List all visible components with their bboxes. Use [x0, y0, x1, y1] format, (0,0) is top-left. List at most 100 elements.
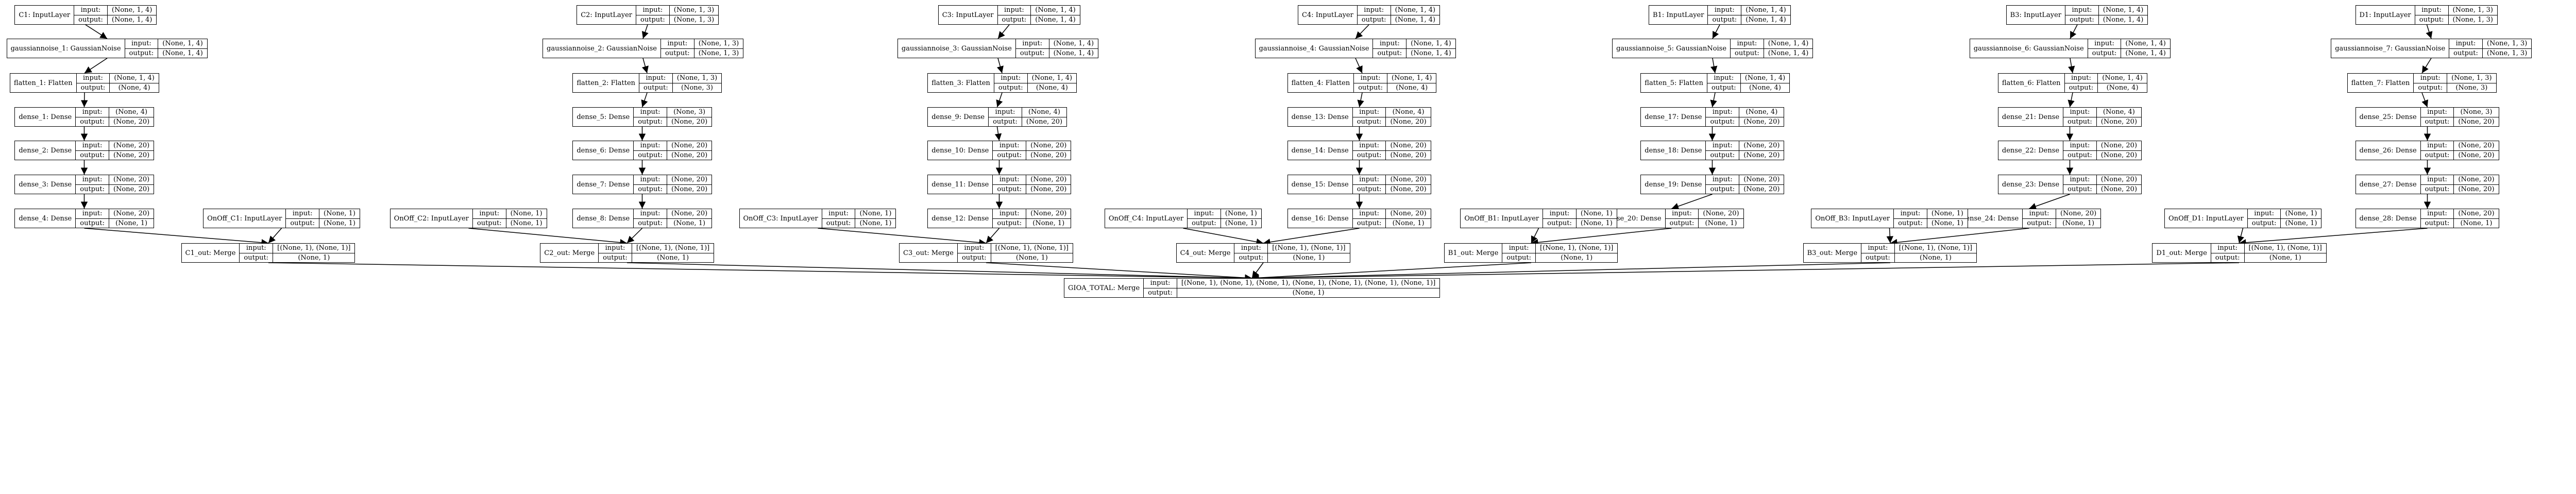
output-shape: (None, 1): [667, 218, 711, 228]
input-label: input:: [1353, 209, 1386, 218]
output-shape: (None, 20): [1026, 184, 1071, 194]
edge-gn3-to-fl3: [998, 58, 1002, 73]
output-shape: (None, 1): [2281, 218, 2321, 228]
input-shape: (None, 20): [2454, 175, 2498, 184]
input-shape: (None, 20): [1386, 175, 1430, 184]
input-label: input:: [993, 141, 1026, 150]
input-shape: (None, 1, 3): [2449, 6, 2497, 15]
input-shape: (None, 1, 3): [673, 74, 721, 83]
layer-name: dense_11: Dense: [928, 175, 992, 194]
input-label: input:: [76, 108, 109, 117]
layer-node-ooc4: OnOff_C4: InputLayerinput:output:(None, …: [1105, 209, 1262, 228]
input-shape: (None, 1, 4): [2099, 6, 2147, 15]
layer-node-d2: dense_2: Denseinput:output:(None, 20)(No…: [14, 141, 154, 160]
layer-node-d24: dense_24: Denseinput:output:(None, 20)(N…: [1957, 209, 2101, 228]
input-shape: (None, 20): [1739, 141, 1784, 150]
output-label: output:: [634, 117, 667, 127]
input-label: input:: [634, 141, 667, 150]
layer-name: dense_17: Dense: [1641, 108, 1705, 126]
output-label: output:: [2414, 83, 2447, 93]
layer-name: C3: InputLayer: [939, 6, 997, 24]
output-shape: (None, 1, 4): [2099, 15, 2147, 25]
output-label: output:: [76, 150, 109, 160]
input-shape: (None, 20): [1386, 141, 1430, 150]
input-label: input:: [1894, 209, 1927, 218]
layer-name: dense_19: Dense: [1641, 175, 1705, 194]
layer-node-d9: dense_9: Denseinput:output:(None, 4)(Non…: [927, 107, 1067, 127]
output-shape: (None, 1, 4): [1741, 15, 1790, 25]
layer-name: C1_out: Merge: [182, 244, 240, 262]
layer-node-fl5: flatten_5: Flatteninput:output:(None, 1,…: [1640, 73, 1790, 93]
input-label: input:: [599, 244, 632, 253]
input-label: input:: [2421, 141, 2454, 150]
input-label: input:: [2248, 209, 2281, 218]
output-shape: (None, 1, 4): [1764, 48, 1812, 58]
input-shape: [(None, 1), (None, 1)]: [273, 244, 354, 253]
output-label: output:: [1358, 15, 1391, 25]
layer-name: gaussiannoise_7: GaussianNoise: [2331, 39, 2449, 58]
layer-name: dense_1: Dense: [15, 108, 75, 126]
output-shape: (None, 1, 4): [1391, 15, 1439, 25]
input-label: input:: [1016, 39, 1049, 48]
layer-node-mc1: C1_out: Mergeinput:output:[(None, 1), (N…: [181, 243, 355, 263]
input-shape: (None, 20): [667, 209, 711, 218]
layer-name: dense_27: Dense: [2356, 175, 2420, 194]
output-label: output:: [1353, 184, 1386, 194]
input-label: input:: [1353, 141, 1386, 150]
layer-name: dense_5: Dense: [573, 108, 633, 126]
layer-name: GIOA_TOTAL: Merge: [1064, 279, 1143, 297]
layer-node-total: GIOA_TOTAL: Mergeinput:output:[(None, 1)…: [1064, 278, 1440, 298]
layer-node-oob3: OnOff_B3: InputLayerinput:output:(None, …: [1811, 209, 1968, 228]
input-shape: (None, 4): [2097, 108, 2141, 117]
input-shape: (None, 1, 3): [670, 6, 718, 15]
output-label: output:: [2065, 15, 2098, 25]
output-shape: (None, 1): [2454, 218, 2498, 228]
output-shape: (None, 1): [1536, 253, 1617, 263]
layer-node-ooc2: OnOff_C2: InputLayerinput:output:(None, …: [390, 209, 547, 228]
layer-name: dense_2: Dense: [15, 141, 75, 160]
output-shape: (None, 1): [1699, 218, 1743, 228]
layer-node-gn5: gaussiannoise_5: GaussianNoiseinput:outp…: [1612, 39, 1813, 58]
input-shape: (None, 20): [2097, 175, 2141, 184]
output-label: output:: [2023, 218, 2056, 228]
input-label: input:: [2211, 244, 2244, 253]
input-label: input:: [240, 244, 273, 253]
output-label: output:: [76, 117, 109, 127]
output-shape: (None, 1, 3): [670, 15, 718, 25]
input-shape: (None, 20): [1386, 209, 1430, 218]
output-label: output:: [822, 218, 855, 228]
layer-name: C2_out: Merge: [540, 244, 598, 262]
layer-node-d26: dense_26: Denseinput:output:(None, 20)(N…: [2355, 141, 2499, 160]
output-shape: (None, 1): [109, 218, 154, 228]
edge-gn7-to-fl7: [2422, 58, 2431, 73]
output-shape: (None, 1): [2056, 218, 2100, 228]
output-label: output:: [998, 15, 1031, 25]
layer-node-d20: dense_20: Denseinput:output:(None, 20)(N…: [1600, 209, 1743, 228]
output-label: output:: [994, 83, 1027, 93]
layer-node-d16: dense_16: Denseinput:output:(None, 20)(N…: [1287, 209, 1431, 228]
output-shape: (None, 20): [1386, 117, 1430, 127]
edge-d9-to-d10: [997, 127, 999, 141]
output-label: output:: [1706, 184, 1739, 194]
output-shape: (None, 1): [1895, 253, 1976, 263]
output-label: output:: [993, 184, 1026, 194]
input-label: input:: [76, 175, 109, 184]
output-shape: (None, 4): [1741, 83, 1789, 93]
layer-name: dense_28: Dense: [2356, 209, 2420, 228]
input-shape: [(None, 1), (None, 1)]: [1268, 244, 1349, 253]
layer-name: B1: InputLayer: [1649, 6, 1707, 24]
input-shape: (None, 4): [1386, 108, 1430, 117]
output-shape: (None, 4): [1028, 83, 1076, 93]
output-shape: (None, 20): [1022, 117, 1066, 127]
input-shape: (None, 20): [109, 141, 154, 150]
output-label: output:: [661, 48, 694, 58]
output-shape: (None, 20): [2454, 184, 2498, 194]
output-label: output:: [599, 253, 632, 263]
output-shape: (None, 20): [2454, 150, 2498, 160]
output-shape: (None, 1, 3): [2483, 48, 2531, 58]
output-shape: (None, 1, 3): [694, 48, 743, 58]
output-label: output:: [1707, 83, 1740, 93]
input-shape: (None, 1, 4): [1741, 6, 1790, 15]
layer-name: gaussiannoise_1: GaussianNoise: [7, 39, 125, 58]
